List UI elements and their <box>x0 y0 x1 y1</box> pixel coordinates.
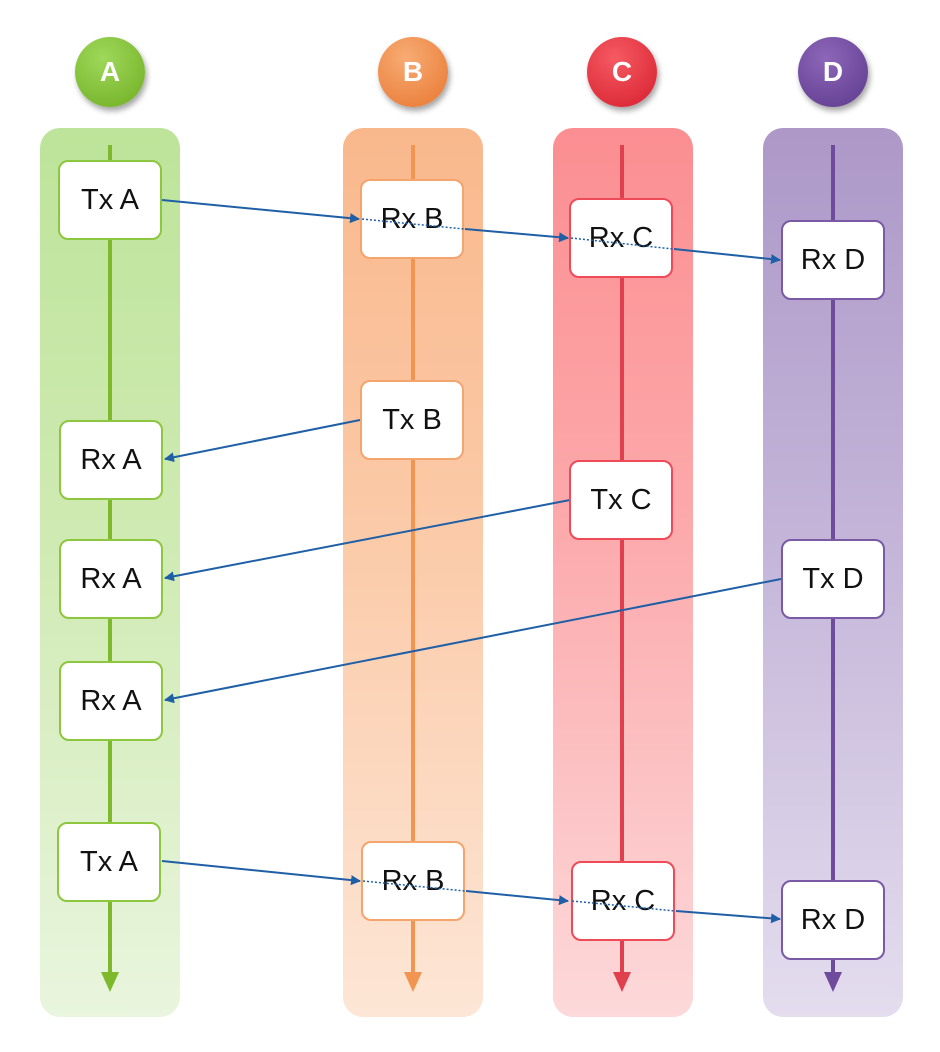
arrow-txd-to-rxa <box>164 578 782 704</box>
box-tx-d: Tx D <box>781 539 885 619</box>
arrow-rxb-to-rxc <box>464 228 569 243</box>
box-tx-a-1: Tx A <box>58 160 162 240</box>
arrow-rxc2-to-rxd2 <box>675 910 781 924</box>
box-rx-c-1: Rx C <box>569 198 673 278</box>
box-tx-c: Tx C <box>569 460 673 540</box>
node-a-circle: A <box>75 37 145 107</box>
box-tx-a-2: Tx A <box>57 822 161 902</box>
timeline-b-arrowhead <box>404 972 422 992</box>
box-rx-a-1: Rx A <box>59 420 163 500</box>
arrow-rxb2-to-rxc2 <box>465 890 569 906</box>
box-rx-d-2: Rx D <box>781 880 885 960</box>
timeline-d-arrowhead <box>824 972 842 992</box>
node-c-circle: C <box>587 37 657 107</box>
box-rx-b-2: Rx B <box>361 841 465 921</box>
box-rx-c-2: Rx C <box>571 861 675 941</box>
arrow-txb-to-rxa <box>164 419 361 463</box>
box-rx-a-3: Rx A <box>59 661 163 741</box>
timeline-c-arrowhead <box>613 972 631 992</box>
arrow-txc-to-rxa <box>164 499 571 582</box>
box-rx-b-1: Rx B <box>360 179 464 259</box>
arrow-txa-to-rxb <box>161 199 360 224</box>
arrow-rxc-to-rxd <box>673 248 781 265</box>
box-rx-d-1: Rx D <box>781 220 885 300</box>
box-rx-a-2: Rx A <box>59 539 163 619</box>
box-tx-b: Tx B <box>360 380 464 460</box>
node-d-circle: D <box>798 37 868 107</box>
node-b-circle: B <box>378 37 448 107</box>
arrow-txa2-to-rxb2 <box>161 860 361 886</box>
timeline-a-arrowhead <box>101 972 119 992</box>
